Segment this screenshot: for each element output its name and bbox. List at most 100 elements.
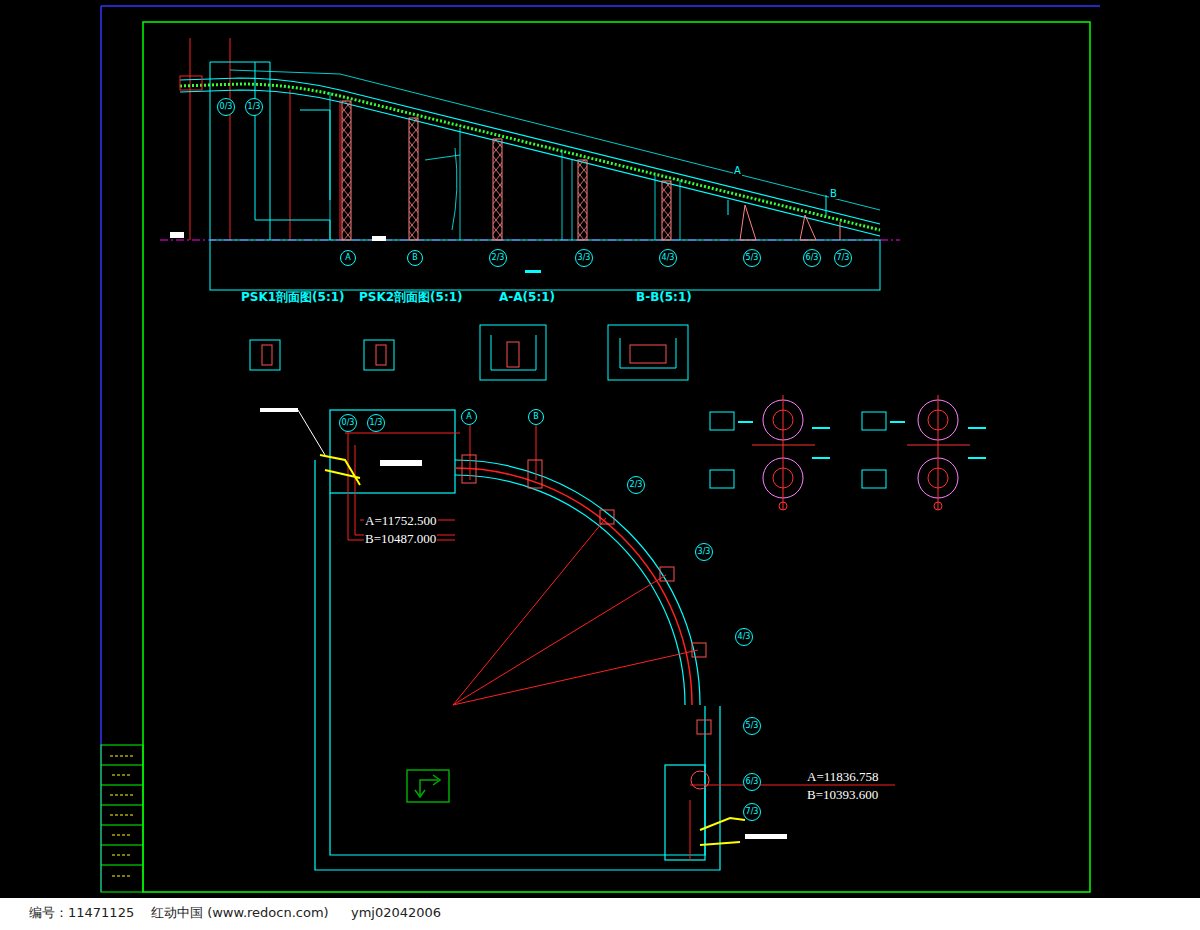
grid-bubble: 3/3 [575, 249, 593, 267]
section-title: B-B(5:1) [635, 291, 693, 304]
cad-stroke [260, 408, 298, 412]
grid-bubble: 1/3 [245, 98, 263, 116]
cad-stroke [380, 460, 422, 466]
cad-stroke [143, 22, 1090, 892]
grid-bubble: A [461, 409, 477, 425]
grid-label: 5/3 [746, 722, 759, 730]
grid-label: 1/3 [248, 103, 261, 111]
cad-stroke [462, 455, 476, 483]
cad-stroke [262, 342, 666, 367]
cad-stroke [330, 493, 705, 855]
grid-label: 2/3 [492, 254, 505, 262]
coordinate-note: A=11836.758 [806, 770, 880, 784]
cad-stroke [180, 76, 202, 90]
cad-stroke [710, 470, 734, 488]
grid-label: 4/3 [738, 633, 751, 641]
grid-bubble: 0/3 [339, 414, 357, 432]
grid-bubble: 3/3 [695, 543, 713, 561]
cad-stroke [425, 148, 460, 230]
grid-bubble: 6/3 [743, 773, 761, 791]
grid-bubble: 5/3 [743, 717, 761, 735]
grid-label: A [466, 413, 471, 421]
grid-bubble: B [407, 250, 423, 266]
grid-label: 6/3 [746, 778, 759, 786]
watermark-text: 红动中国 (www.redocn.com) [150, 906, 330, 920]
cad-stroke [700, 818, 745, 845]
cad-stroke [330, 410, 455, 493]
coordinate-note: B=10393.600 [806, 788, 879, 802]
cad-stroke [507, 342, 519, 367]
cad-stroke [298, 410, 325, 455]
cad-stroke [345, 433, 460, 540]
grid-label: 6/3 [806, 254, 819, 262]
cad-stroke [455, 460, 700, 705]
cad-stroke [462, 455, 711, 789]
cad-stroke [320, 455, 360, 485]
cad-stroke [455, 475, 685, 705]
cad-stroke [934, 502, 942, 510]
cad-stroke [180, 84, 880, 230]
section-title: PSK2剖面图(5:1) [358, 291, 464, 304]
cad-stroke [691, 771, 709, 789]
cad-stroke [110, 756, 135, 876]
grid-bubble: 4/3 [659, 249, 677, 267]
grid-label: A [345, 254, 350, 262]
cad-stroke [453, 518, 698, 705]
grid-label: B [533, 413, 539, 421]
cad-stroke [0, 0, 1200, 898]
cad-stroke [415, 775, 440, 797]
cad-stroke [662, 181, 671, 240]
cad-stroke [180, 78, 880, 224]
cad-stroke [101, 6, 1100, 892]
cad-stroke [740, 205, 840, 240]
cad-stroke [710, 395, 970, 510]
grid-bubble: 4/3 [735, 628, 753, 646]
cad-stroke [491, 335, 676, 370]
grid-label: 0/3 [342, 419, 355, 427]
grid-label: 2/3 [630, 481, 643, 489]
cad-stroke [660, 567, 674, 581]
grid-bubble: 1/3 [367, 414, 385, 432]
cad-stroke [345, 425, 895, 860]
grid-label: 7/3 [837, 254, 850, 262]
grid-bubble: 5/3 [743, 249, 761, 267]
grid-bubble: 7/3 [834, 249, 852, 267]
coordinate-note: A=11752.500 [364, 514, 438, 528]
cad-stroke [230, 70, 880, 210]
watermark-text: 编号：11471125 [28, 906, 135, 920]
cad-stroke [710, 412, 734, 430]
cad-stroke [250, 340, 280, 370]
cad-stroke [342, 101, 351, 240]
grid-bubble: 0/3 [217, 98, 235, 116]
cad-stroke [862, 470, 886, 488]
grid-label: 4/3 [662, 254, 675, 262]
cad-stroke [493, 139, 502, 240]
cad-stroke [692, 643, 706, 657]
grid-label: 5/3 [746, 254, 759, 262]
cad-stroke [190, 38, 340, 240]
grid-bubble: B [528, 409, 544, 425]
cad-stroke [779, 502, 787, 510]
cad-stroke [728, 195, 826, 215]
cad-stroke [376, 345, 386, 365]
grid-bubble: 7/3 [743, 803, 761, 821]
section-title: A-A(5:1) [498, 291, 556, 304]
grid-label: 7/3 [746, 808, 759, 816]
cad-stroke [752, 395, 970, 510]
cad-stroke [180, 90, 880, 236]
section-mark: B [829, 188, 838, 199]
grid-bubble: A [340, 250, 356, 266]
watermark-text: ymj02042006 [350, 906, 442, 920]
cad-stroke [330, 92, 680, 240]
cad-stroke [409, 118, 418, 240]
grid-label: B [412, 254, 418, 262]
cad-stroke [528, 460, 542, 488]
cad-stroke [372, 236, 386, 241]
coordinate-note: B=10487.000 [364, 532, 437, 546]
grid-label: 0/3 [220, 103, 233, 111]
cad-stroke [364, 340, 394, 370]
cad-stroke [738, 422, 986, 458]
cad-stroke [407, 770, 449, 802]
section-mark: A [733, 165, 742, 176]
